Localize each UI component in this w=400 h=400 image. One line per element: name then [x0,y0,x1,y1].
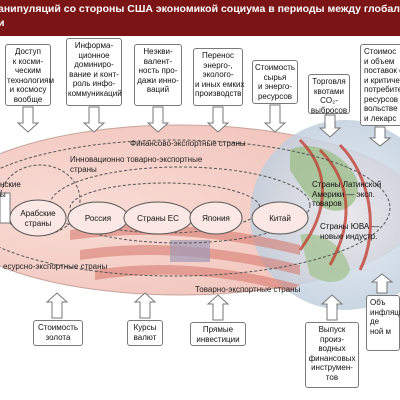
country-china: Китай [269,214,291,223]
country-russia: Россия [84,214,112,223]
country-asean: Страны ЮВА — новые индустр. [320,222,380,241]
arrow-top-5 [263,104,287,133]
arrow-bottom-2 [133,292,157,319]
label-innovation-countries: Инновационно товарно-экспортные страны [70,155,203,174]
top-box-space-access: Доступ к косми- ческим технологиям и кос… [5,44,54,106]
label-commodity-countries: Товарно-экспортные страны [195,285,301,294]
title-line-2: и [0,17,5,29]
top-box-critical-resources: Стоимос и объем поставок с и критиче пот… [360,44,400,126]
country-arab: Арабские страны [20,209,56,228]
top-box-innovation-sales: Неэкви- валент- ность про- дажи инно- ва… [134,44,182,106]
country-left-partial: нские ы [0,180,21,199]
bottom-box-derivatives: Выпуск произ- водных финансовых инструме… [305,322,359,388]
arrow-top-6 [318,114,342,138]
arrow-top-3 [146,106,170,133]
top-box-co2-quotas: Торговля квотами CO₂- выбросов [308,74,350,115]
globe-land-1 [290,146,359,211]
top-box-production-transfer: Перенос энерго-, эколого- и иных емких п… [193,48,244,106]
financial-oval [0,139,391,277]
left-edge-box [0,192,11,224]
arrow-bottom-5 [370,273,394,294]
country-latam: Страны Латинской Америки — эксп. товаров [312,180,382,208]
japan-oval [189,201,243,235]
label-financial-countries: Финансово-экспортные страны [130,139,246,148]
label-resource-countries: есурсно-экспортные страны [3,262,108,271]
bottom-box-investments: Прямые инвестиции [190,322,246,346]
innovation-oval [49,166,311,244]
top-box-raw-materials: Стоимость сырья и энерго- ресурсов [252,60,298,104]
china-oval [251,201,309,235]
arrow-top-2 [82,106,106,133]
country-eu: Страны ЕС [137,214,179,223]
arrow-bottom-1 [45,292,69,319]
left-oval [0,164,81,236]
arrow-bottom-3 [206,294,230,321]
top-box-info-dominance: Информа- ционное доминиро- вание и конт-… [66,38,122,106]
arrow-top-1 [16,106,40,133]
bottom-box-currency: Курсы валют [127,320,163,346]
title-line-1: анипуляций со стороны США экономикой соц… [0,3,400,15]
us-flag-stripes [70,225,300,292]
arrow-bottom-4 [320,294,344,321]
arrow-top-4 [206,106,230,133]
diagram-title: анипуляций со стороны США экономикой соц… [0,0,400,36]
country-japan: Япония [202,214,230,223]
bottom-box-inflation: Объ инфляци де ной м [366,295,400,351]
flow-lines [298,138,372,271]
arrow-top-7 [368,126,392,147]
globe-land-2 [300,234,350,282]
bottom-box-gold: Стоимость золота [33,320,83,346]
